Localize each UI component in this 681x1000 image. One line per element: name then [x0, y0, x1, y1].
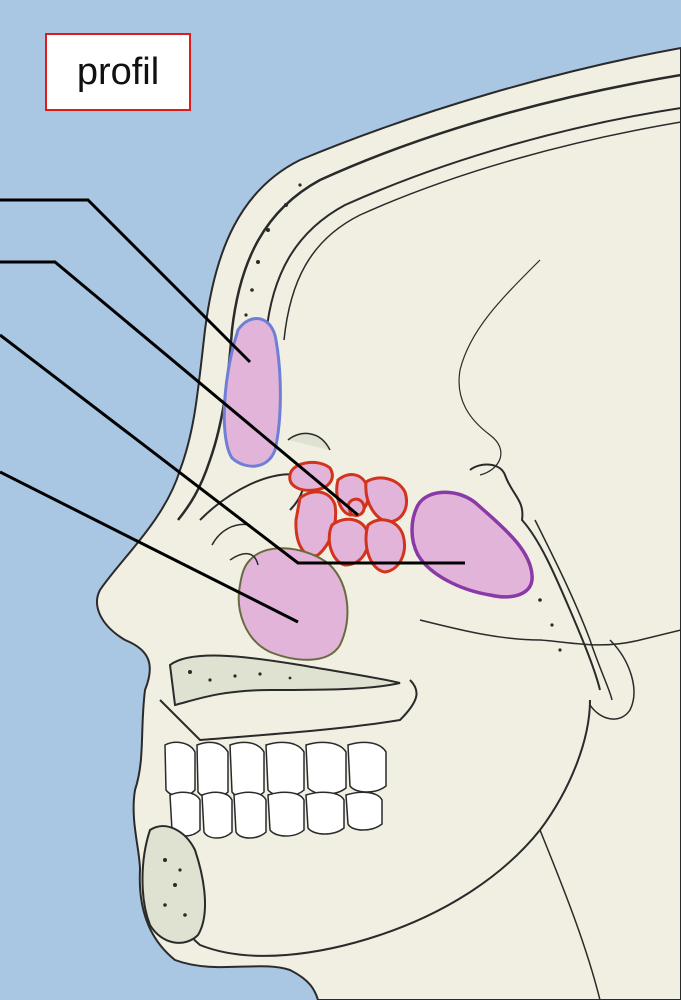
view-label: profil	[45, 33, 191, 111]
